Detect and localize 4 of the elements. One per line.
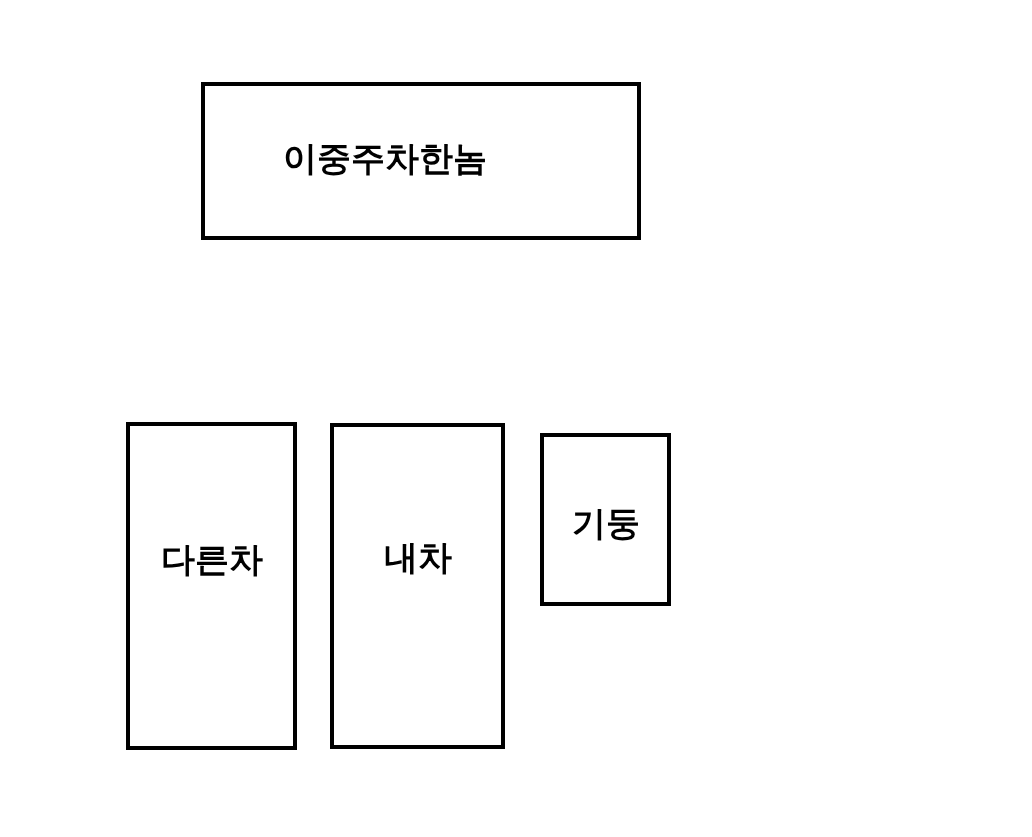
car-box: 이중주차한놈 (201, 82, 641, 240)
pillar-box: 기둥 (540, 433, 671, 606)
car-box: 다른차 (126, 422, 297, 750)
car-box: 내차 (330, 423, 505, 749)
